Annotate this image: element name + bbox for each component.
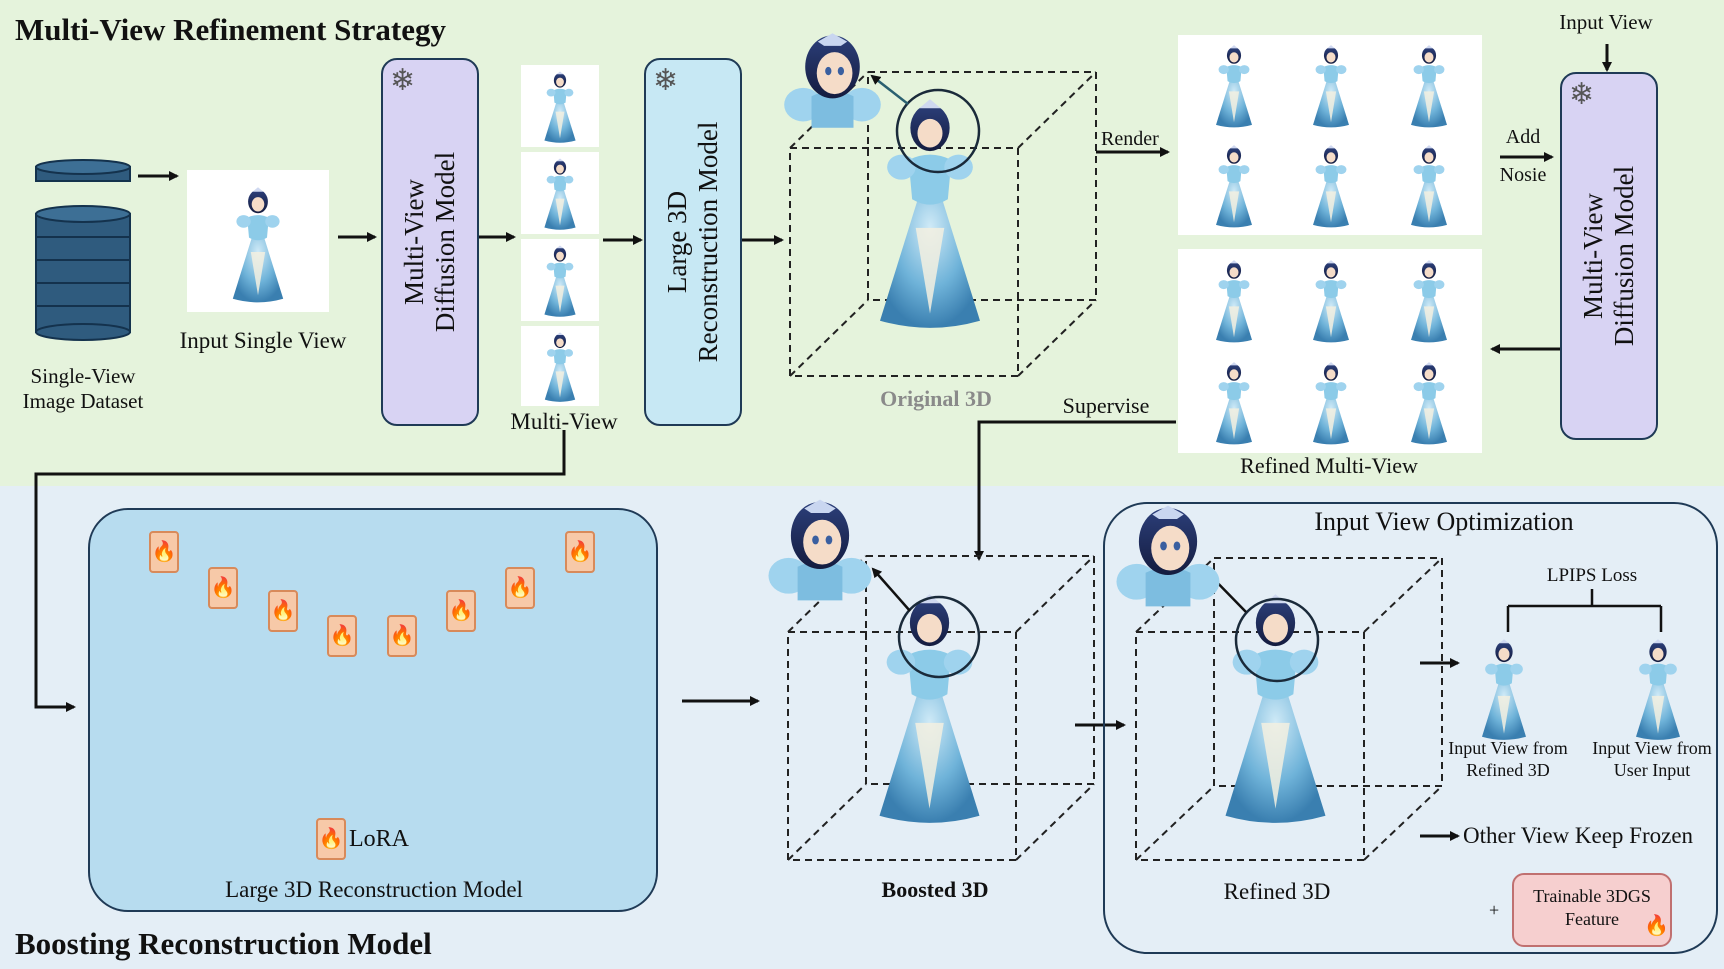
iv-refined-line1: Input View from: [1448, 738, 1568, 758]
multi-view-diffusion-model-label: Multi-View Diffusion Model: [399, 152, 461, 332]
flame-icon: 🔥: [446, 590, 476, 632]
iv-refined-line2: Refined 3D: [1466, 760, 1550, 780]
original-3d-label: Original 3D: [880, 386, 992, 411]
snowflake-icon: ❄: [1569, 78, 1595, 111]
noise-label: Nosie: [1499, 164, 1547, 186]
flame-icon: 🔥: [1644, 915, 1669, 937]
dataset-label-line2: Image Dataset: [22, 389, 144, 413]
input-view-refined-label: Input View from Refined 3D: [1448, 737, 1568, 781]
lrm-line1: Large 3D: [662, 190, 692, 294]
input-view-optimization-box: [1103, 502, 1718, 954]
multi-view-images: [521, 65, 599, 406]
lrm-label: Large 3D Reconstruction Model: [662, 122, 724, 363]
lrm-line2: Reconstruction Model: [693, 121, 723, 363]
lora-label: LoRA: [349, 826, 409, 852]
snowflake-icon: ❄: [653, 64, 679, 97]
snowflake-icon: ❄: [390, 64, 416, 97]
flame-icon: 🔥: [565, 531, 595, 573]
flame-icon: 🔥: [149, 531, 179, 573]
plus-sign: +: [1489, 900, 1500, 920]
section-title-boosting-reconstruction: Boosting Reconstruction Model: [15, 926, 432, 961]
dataset-label: Single-View Image Dataset: [23, 364, 144, 414]
section-title-multi-view-refinement: Multi-View Refinement Strategy: [15, 12, 447, 47]
trainable-line1: Trainable 3DGS: [1533, 886, 1651, 906]
mv-diffusion-right-line2: Diffusion Model: [1609, 165, 1639, 347]
database-icon: [35, 159, 131, 341]
iv-user-line2: User Input: [1613, 760, 1691, 780]
zoom-circle: [1234, 597, 1320, 683]
multi-view-diffusion-model-box: ❄ Multi-View Diffusion Model: [381, 58, 479, 426]
boosted-3d-label: Boosted 3D: [881, 877, 989, 902]
refined-multi-view-label: Refined Multi-View: [1240, 453, 1418, 478]
dataset-label-line1: Single-View: [30, 364, 136, 388]
mv-diffusion-line1: Multi-View: [399, 179, 429, 305]
lpips-loss-label: LPIPS Loss: [1546, 565, 1638, 586]
mv-diffusion-line2: Diffusion Model: [430, 151, 460, 333]
flame-icon: 🔥: [208, 567, 238, 609]
multi-view-diffusion-model-box-right: ❄ Multi-View Diffusion Model: [1560, 72, 1658, 440]
zoom-circle: [897, 595, 981, 679]
flame-icon: 🔥: [327, 615, 357, 657]
refined-3d-cube: [1135, 557, 1443, 861]
iv-user-line1: Input View from: [1592, 738, 1712, 758]
trainable-3dgs-label: Trainable 3DGS Feature: [1514, 885, 1670, 931]
multi-view-diffusion-model-right-label: Multi-View Diffusion Model: [1578, 166, 1640, 346]
zoom-circle: [895, 88, 981, 174]
large-3d-reconstruction-model-box: ❄ Large 3D Reconstruction Model: [644, 58, 742, 426]
lrm-lora-box: [88, 508, 658, 912]
input-view-optimization-label: Input View Optimization: [1314, 507, 1574, 536]
multi-view-label: Multi-View: [510, 409, 618, 434]
other-view-frozen-label: Other View Keep Frozen: [1463, 823, 1694, 848]
flame-icon: 🔥: [505, 567, 535, 609]
trainable-3dgs-feature-box: Trainable 3DGS Feature 🔥: [1512, 873, 1672, 947]
original-3d-cube: [789, 71, 1097, 377]
lora-legend-flame-icon: 🔥: [316, 818, 346, 860]
lpips-bracket: [1506, 589, 1663, 632]
supervise-label: Supervise: [1062, 393, 1150, 418]
render-label: Render: [1101, 128, 1159, 150]
trainable-line2: Feature: [1565, 909, 1619, 929]
input-view-user-label: Input View from User Input: [1592, 737, 1712, 781]
mv-diffusion-right-line1: Multi-View: [1578, 193, 1608, 319]
input-view-label: Input View: [1559, 10, 1653, 34]
input-single-view-label: Input Single View: [179, 328, 347, 353]
refined-3d-label: Refined 3D: [1223, 879, 1331, 904]
lrm-full-label: Large 3D Reconstruction Model: [225, 877, 523, 902]
add-label: Add: [1505, 126, 1541, 148]
flame-icon: 🔥: [387, 615, 417, 657]
flame-icon: 🔥: [268, 590, 298, 632]
